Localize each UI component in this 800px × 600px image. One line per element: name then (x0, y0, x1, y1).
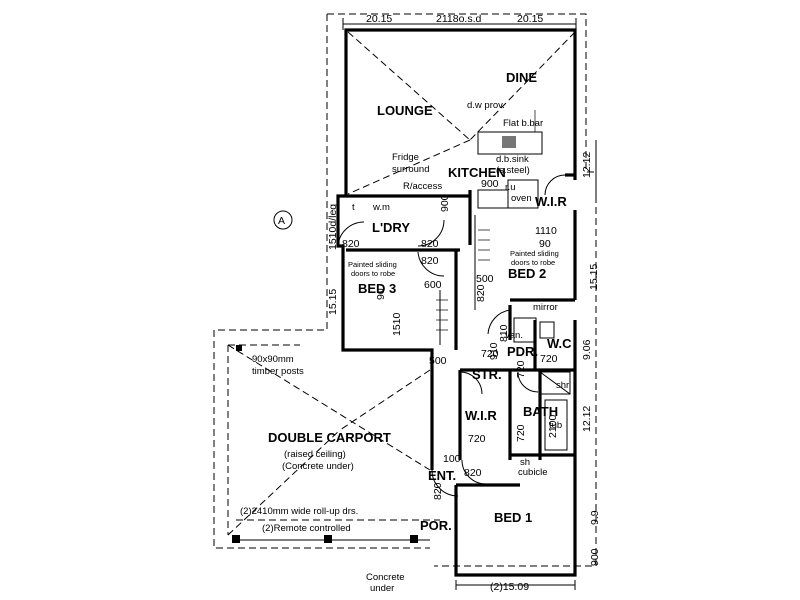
room-label-dine: DINE (506, 70, 537, 85)
dim-720-e: 720 (515, 424, 527, 442)
eaves-outline (213, 13, 597, 567)
lounge-dine-ceiling-lines (347, 31, 576, 195)
room-label-laundry: L'DRY (372, 220, 410, 235)
note-s-steel: (s.steel) (496, 165, 530, 176)
dim-720-a: 720 (481, 348, 499, 360)
dim-810: 810 (498, 324, 510, 342)
dim-100: 100 (443, 453, 461, 465)
top-dim-mid: 2118o.s.d (436, 13, 482, 25)
note-tub: t (352, 202, 355, 213)
note-mirror: mirror (533, 302, 558, 313)
note-tub-bath: tub (549, 420, 562, 431)
note-ru: r.u (505, 182, 516, 193)
dim-12-12-a: 12.12 (581, 152, 593, 178)
dim-820-ldry-l: 820 (342, 238, 360, 250)
external-walls (336, 28, 577, 577)
dim-9-9: 9.9 (589, 510, 601, 525)
dim-720-b: 720 (540, 353, 558, 365)
dim-720-c: 720 (515, 360, 527, 378)
room-label-wir-upper: W.I.R (535, 194, 567, 209)
note-wm: w.m (372, 202, 390, 213)
dim-820-bed2: 820 (475, 284, 487, 302)
room-label-bed2: BED 2 (508, 266, 546, 281)
dim-1110: 1110 (535, 225, 557, 237)
dim-820-hall: 820 (464, 467, 482, 479)
dim-500-a: 500 (476, 273, 494, 285)
note-oven: oven (511, 193, 532, 204)
dim-900-ldry: 900 (439, 194, 451, 212)
note-carport-sub1: (raised ceiling) (284, 449, 346, 460)
section-marker-label: A (278, 215, 285, 227)
room-label-pdr: PDR. (507, 344, 538, 359)
note-carport-sub2: (Concrete under) (282, 461, 354, 472)
note-flat-bar: Flat b.bar (503, 118, 543, 129)
dim-15-15-left: 15.15 (327, 289, 339, 315)
note-sh-cubicle-2: cubicle (518, 467, 548, 478)
note-r-access: R/access (403, 181, 442, 192)
room-label-str: STR. (472, 367, 502, 382)
dim-900-kit: 900 (481, 178, 499, 190)
room-label-wir-lower: W.I.R (465, 408, 497, 423)
dim-bottom: (2)15.09 (490, 581, 529, 593)
dim-900-right: 900 (589, 548, 601, 566)
dim-820-ldry-r: 820 (421, 238, 439, 250)
internal-walls (346, 173, 575, 487)
room-label-por: POR. (420, 518, 452, 533)
bathroom-fittings (513, 317, 571, 451)
note-surround: surround (392, 164, 430, 175)
note-sliding-b2-2: doors to robe (511, 258, 555, 267)
dim-910: 910 (488, 342, 500, 360)
dim-9-06: 9.06 (581, 339, 593, 360)
dim-12-12-b: 12.12 (581, 406, 593, 432)
top-dim-left: 20.15 (366, 13, 392, 25)
dim-820-ent: 820 (432, 482, 444, 500)
room-label-bed3: BED 3 (358, 281, 396, 296)
note-concrete-1: Concrete (366, 572, 405, 583)
note-remote: (2)Remote controlled (262, 523, 351, 534)
note-timber-posts-2: timber posts (252, 366, 304, 377)
room-label-bed1: BED 1 (494, 510, 532, 525)
dim-90-a: 90 (539, 238, 551, 250)
robe-shelves (436, 215, 490, 345)
dim-1510-leg: 1510d/leg (327, 204, 339, 250)
section-marker-circle (273, 210, 293, 230)
door-swings (337, 174, 566, 497)
room-label-lounge: LOUNGE (377, 103, 433, 118)
dim-15-15-right: 15.15 (588, 264, 600, 290)
top-dim-right: 20.15 (517, 13, 543, 25)
note-db-sink: d.b.sink (496, 154, 529, 165)
dim-1510-bed3: 1510 (391, 312, 403, 336)
kitchen-bench (477, 110, 543, 209)
dim-600: 600 (424, 279, 442, 291)
timber-posts (232, 345, 418, 543)
note-sliding-b2-1: Painted sliding (510, 249, 559, 258)
note-rollup: (2)2410mm wide roll-up drs. (240, 506, 358, 517)
note-fridge: Fridge (392, 152, 419, 163)
room-label-carport: DOUBLE CARPORT (268, 430, 391, 445)
room-label-kitchen: KITCHEN (448, 165, 506, 180)
room-label-ent: ENT. (428, 468, 456, 483)
dim-500-b: 500 (429, 355, 447, 367)
note-van: van. (505, 330, 523, 341)
note-sliding-b3-2: doors to robe (351, 269, 395, 278)
rollup-door-line (236, 519, 440, 541)
note-dw-prov: d.w prov. (467, 100, 505, 111)
dim-90-b: 90 (375, 288, 387, 300)
room-label-bath: BATH (523, 404, 558, 419)
bottom-dimension-line (455, 580, 576, 590)
dim-820-bed3: 820 (421, 255, 439, 267)
note-shr: shr. (556, 380, 571, 391)
top-dimension-line (342, 18, 577, 30)
note-timber-posts-1: 90x90mm (252, 354, 294, 365)
note-sliding-b3-1: Painted sliding (348, 260, 397, 269)
note-concrete-2: under (370, 583, 394, 594)
note-sh-cubicle-1: sh (520, 457, 530, 468)
room-label-wc: W.C (547, 336, 572, 351)
dim-2100: 2100 (547, 414, 559, 438)
dim-720-d: 720 (468, 433, 486, 445)
